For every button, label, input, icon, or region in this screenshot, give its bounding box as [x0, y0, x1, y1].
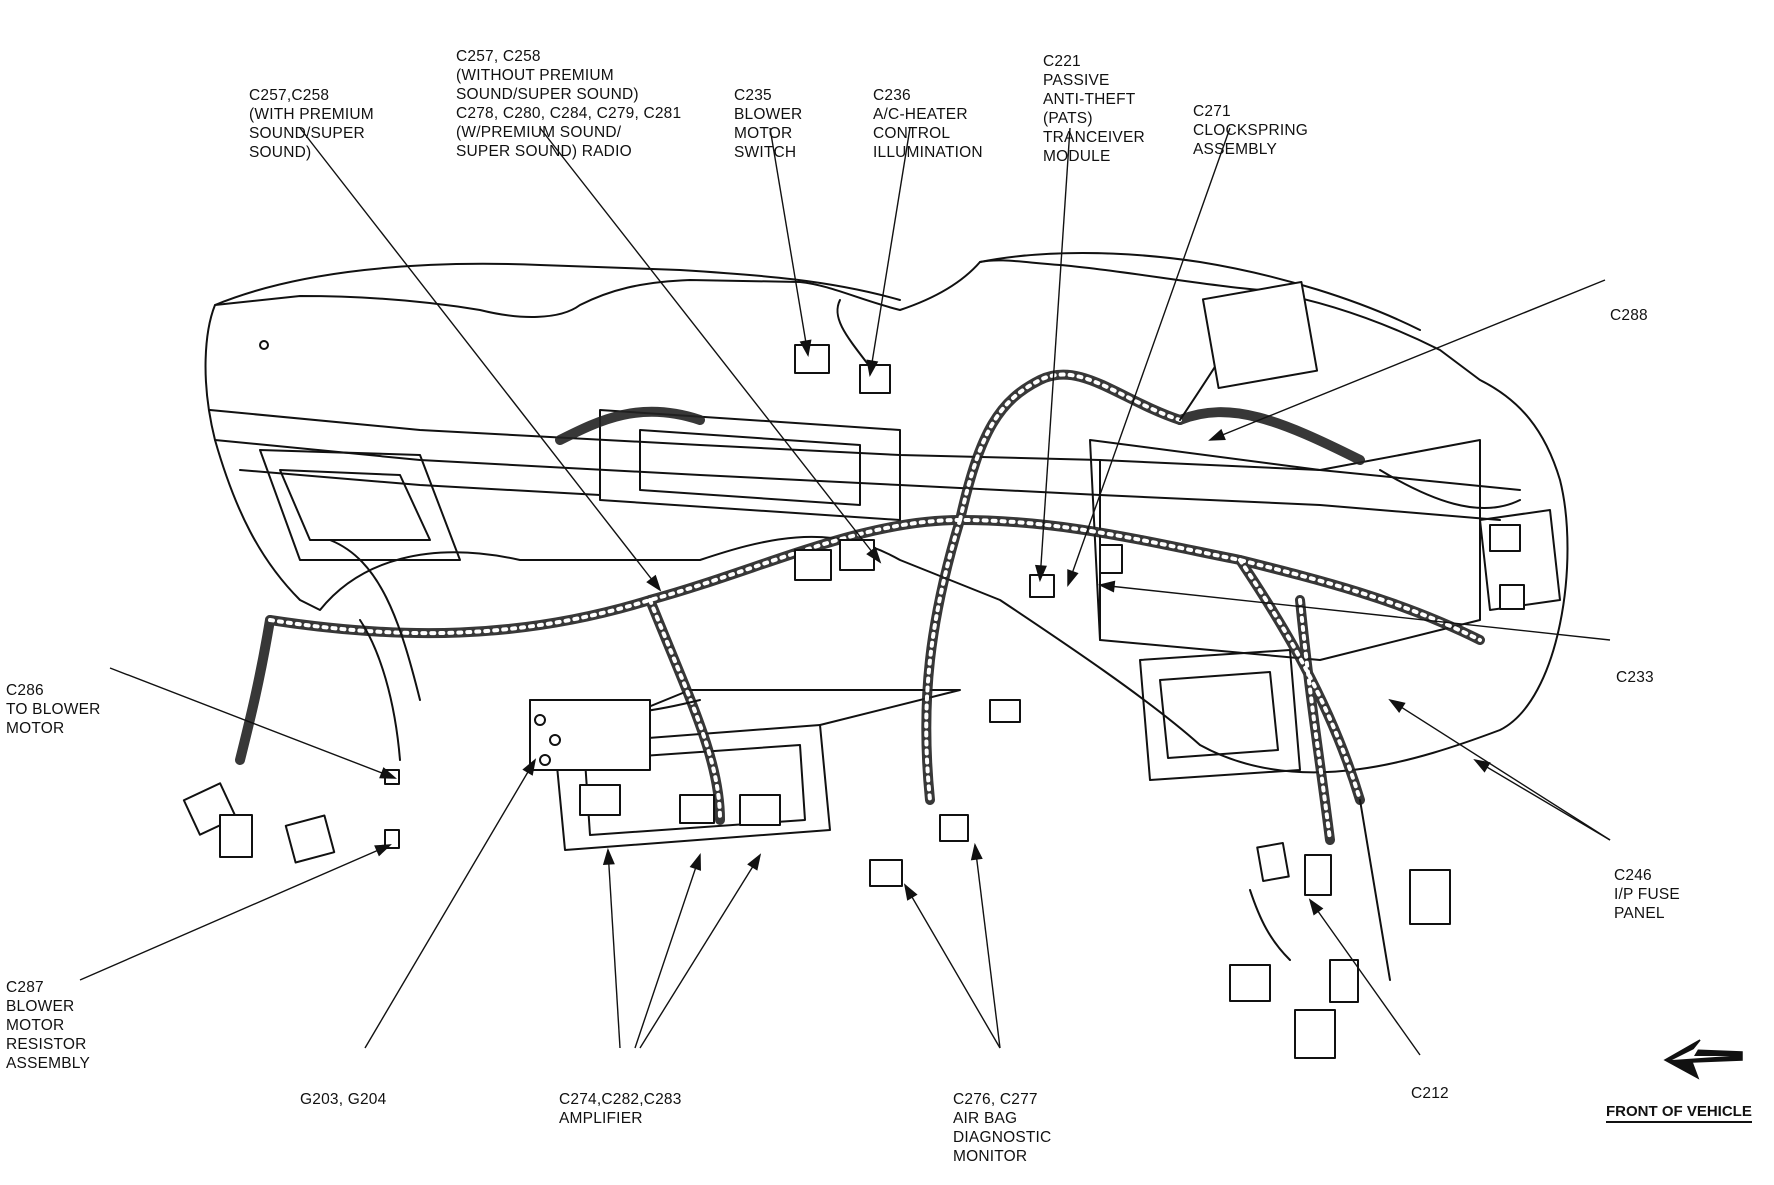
leader-c236	[869, 127, 911, 376]
leader-c246-a	[1389, 699, 1611, 841]
leader-c286	[109, 667, 396, 779]
leader-c276-b-arrowhead	[970, 842, 983, 861]
leader-c274-b-arrowhead	[689, 853, 701, 871]
leader-c287	[79, 844, 391, 981]
leader-c257-with-premium	[299, 127, 661, 591]
leader-c274-b	[634, 854, 701, 1049]
leader-c274-a	[607, 849, 621, 1049]
leader-c235	[769, 127, 809, 356]
leader-c287-arrowhead	[374, 844, 392, 857]
leader-c233-arrowhead	[1097, 580, 1116, 593]
leader-c212-arrowhead	[1308, 898, 1324, 916]
front-of-vehicle-arrow-icon	[1663, 1039, 1743, 1080]
crossbeam	[209, 409, 1521, 491]
leader-c276-a	[904, 884, 1001, 1049]
leader-c274-c-arrowhead	[747, 853, 762, 871]
label-c212: C212	[1411, 1085, 1449, 1102]
leader-c276-b	[974, 844, 1001, 1049]
leader-c221-arrowhead	[1034, 564, 1047, 583]
leader-c233	[1099, 584, 1611, 641]
label-c288: C288	[1610, 307, 1648, 324]
front-of-vehicle-label: FRONT OF VEHICLE	[1606, 1103, 1752, 1123]
dashboard-cowl	[979, 252, 1421, 331]
leader-c288-arrowhead	[1208, 428, 1226, 441]
leader-c246-a-arrowhead	[1388, 698, 1406, 713]
leader-c235-arrowhead	[799, 339, 812, 358]
label-g203: G203, G204	[300, 1091, 387, 1108]
leader-c257-without-premium	[539, 127, 881, 563]
leader-c276-a-arrowhead	[903, 883, 918, 901]
dashboard-outline	[204, 259, 1569, 774]
leader-g203-arrowhead	[522, 758, 537, 776]
instrument-panel-harness-drawing	[79, 127, 1743, 1080]
left-panel	[259, 449, 461, 561]
center-stack	[599, 409, 901, 521]
leader-c246-b-arrowhead	[1473, 758, 1491, 773]
leader-c274-a-arrowhead	[602, 847, 615, 866]
leader-c212	[1309, 899, 1421, 1056]
leader-c271-arrowhead	[1067, 569, 1079, 587]
leader-c257-without-premium-arrowhead	[866, 546, 882, 564]
label-c233: C233	[1616, 669, 1654, 686]
leader-c221	[1039, 127, 1071, 581]
leader-c257-with-premium-arrowhead	[646, 574, 662, 592]
leader-c271	[1067, 127, 1231, 586]
leader-c286-arrowhead	[379, 767, 397, 779]
leader-c236-arrowhead	[866, 359, 879, 378]
fuse-panel	[1139, 649, 1301, 781]
leader-g203	[364, 759, 536, 1049]
leader-c288	[1209, 279, 1606, 441]
amplifier-box	[554, 724, 831, 851]
leader-c274-c	[639, 854, 761, 1049]
leader-c246-b	[1474, 759, 1611, 841]
dashboard-top-edge	[214, 262, 901, 306]
